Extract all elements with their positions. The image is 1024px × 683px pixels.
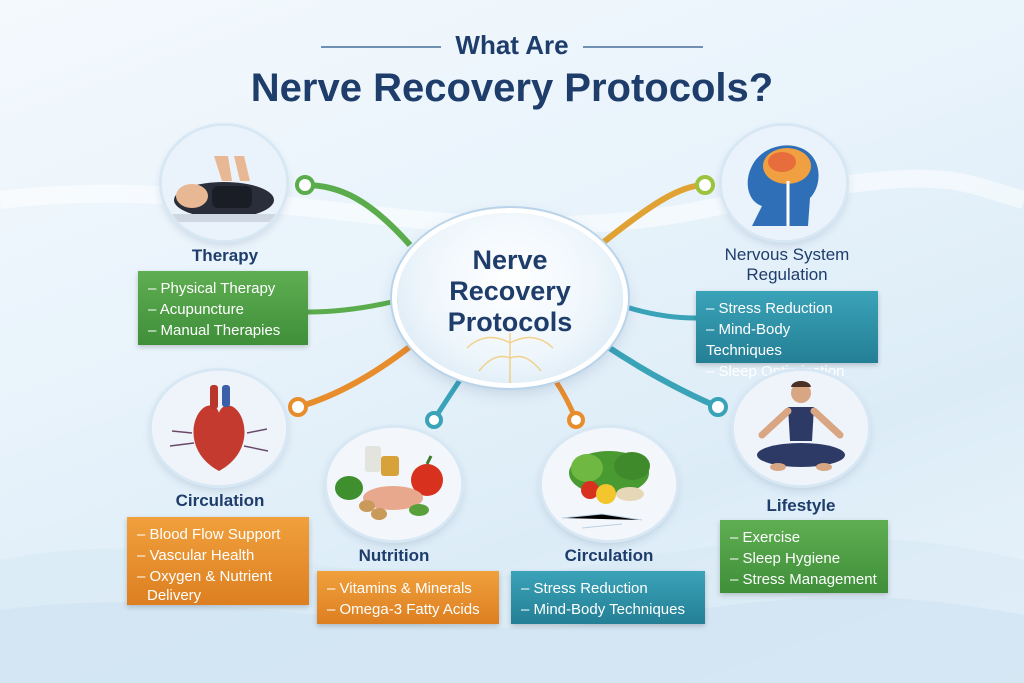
connector-dot-circulation-left [288, 397, 308, 417]
circulation-left-item: Vascular Health [137, 545, 299, 566]
therapy-item: Physical Therapy [148, 278, 298, 299]
vegetables-icon [542, 428, 676, 540]
central-hub: Nerve Recovery Protocols [397, 213, 623, 383]
nervous-item: Mind-Body Techniques [706, 319, 868, 361]
connector-lifestyle [603, 342, 720, 410]
nutrition-label: Nutrition [358, 546, 430, 565]
brain-head-icon [722, 126, 846, 240]
nervous-item: Stress Reduction [706, 298, 868, 319]
connector-dot-circulation-mid [567, 411, 585, 429]
therapy-item: Acupuncture [148, 299, 298, 320]
circulation-mid-label: Circulation [564, 546, 654, 565]
circulation-left-label: Circulation [175, 491, 265, 510]
circulation-left-item-continuation: Delivery [147, 587, 202, 604]
hub-line-3: Protocols [447, 307, 573, 337]
nervous-box: Stress Reduction Mind-Body Techniques Sl… [696, 291, 878, 380]
lifestyle-item: Stress Management [730, 569, 878, 590]
circulation-left-box: Blood Flow Support Vascular Health Oxyge… [127, 517, 309, 605]
hub-line-2: Recovery [449, 276, 571, 306]
massage-therapy-icon [162, 126, 286, 240]
food-icon [327, 428, 461, 540]
circulation-mid-item: Stress Reduction [521, 578, 695, 599]
nutrition-box: Vitamins & Minerals Omega-3 Fatty Acids [317, 571, 499, 624]
lifestyle-box: Exercise Sleep Hygiene Stress Management [720, 520, 888, 593]
connector-dot-nervous [695, 175, 715, 195]
meditation-icon [734, 371, 868, 485]
hub-nerve-glow [466, 333, 554, 383]
nervous-label: Nervous System Regulation [702, 245, 872, 285]
heart-icon [152, 371, 286, 485]
connector-nervous-box [619, 302, 697, 321]
title-rule-right [582, 46, 703, 49]
connector-therapy-box [307, 297, 401, 315]
connector-dot-lifestyle [708, 397, 728, 417]
nervous-label-line-2: Regulation [746, 265, 828, 284]
title-line-1-text: What Are [455, 30, 569, 60]
hub-text: Nerve Recovery Protocols [397, 245, 623, 338]
circulation-mid-box: Stress Reduction Mind-Body Techniques [511, 571, 705, 624]
title-line-1: What Are [0, 30, 1024, 61]
nutrition-item: Omega-3 Fatty Acids [327, 599, 489, 620]
therapy-item: Manual Therapies [148, 320, 298, 341]
connector-therapy [304, 182, 413, 247]
therapy-box: Physical Therapy Acupuncture Manual Ther… [138, 271, 308, 345]
title-rule-left [321, 46, 442, 49]
nervous-label-line-1: Nervous System [724, 245, 850, 264]
circulation-left-item: Oxygen & Nutrient [137, 566, 299, 587]
nutrition-item: Vitamins & Minerals [327, 578, 489, 599]
connector-dot-therapy [295, 175, 315, 195]
lifestyle-label: Lifestyle [766, 496, 836, 515]
lifestyle-item: Sleep Hygiene [730, 548, 878, 569]
connector-circulation-left [297, 342, 414, 410]
page-title: Nerve Recovery Protocols? [250, 66, 774, 110]
hub-line-1: Nerve [472, 245, 548, 275]
therapy-label: Therapy [191, 246, 259, 265]
connector-dot-nutrition [425, 411, 443, 429]
circulation-left-item: Blood Flow Support [137, 524, 299, 545]
lifestyle-item: Exercise [730, 527, 878, 548]
circulation-mid-item: Mind-Body Techniques [521, 599, 695, 620]
